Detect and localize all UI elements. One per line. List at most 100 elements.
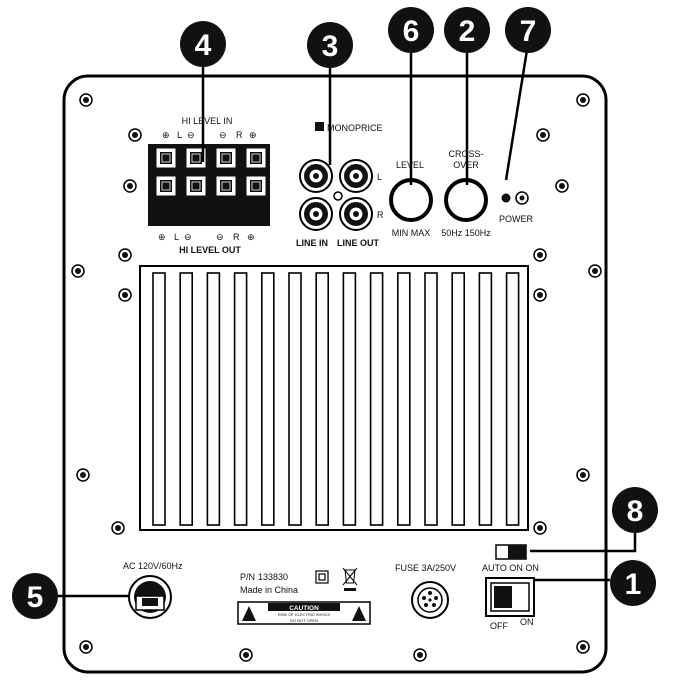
terminal-lever	[156, 205, 176, 223]
rca-right-label: R	[377, 210, 384, 220]
screw-icon	[79, 93, 93, 107]
level-range-label: MIN MAX	[392, 228, 431, 238]
screw-icon	[576, 93, 590, 107]
rca-jack[interactable]	[339, 197, 373, 231]
warning-triangle-icon	[352, 606, 366, 621]
terminal-slot[interactable]	[215, 147, 237, 169]
screw-group	[71, 93, 602, 662]
line-in-label: LINE IN	[296, 238, 328, 248]
callout-8: 8	[612, 487, 658, 533]
heatsink-fin	[478, 272, 493, 526]
switch-off-label: OFF	[490, 621, 508, 631]
caution-line2: DO NOT OPEN	[290, 618, 318, 623]
terminal-slot[interactable]	[155, 175, 177, 197]
polarity-plus-symbol: ⊕	[158, 232, 166, 242]
svg-text:5: 5	[27, 581, 44, 614]
terminal-slot[interactable]	[155, 147, 177, 169]
heatsink-fin	[505, 272, 520, 526]
brand-mark-icon	[315, 122, 324, 131]
callout-2: 2	[444, 7, 490, 53]
heatsink-fin	[424, 272, 438, 526]
screw-icon	[413, 648, 427, 662]
screw-icon	[76, 468, 90, 482]
screw-icon	[118, 248, 132, 262]
rca-jack[interactable]	[299, 159, 333, 193]
heatsink-fin	[451, 272, 466, 526]
ac-inlet-group: AC 120V/60Hz	[123, 561, 183, 619]
level-knob[interactable]	[389, 178, 433, 222]
power-switch-group: OFF ON	[485, 577, 535, 631]
terminal-slots	[155, 147, 267, 223]
terminal-slot[interactable]	[185, 147, 207, 169]
callout-5: 5	[12, 573, 58, 619]
svg-text:8: 8	[627, 495, 644, 528]
terminal-slot[interactable]	[245, 175, 267, 197]
line-out-label: LINE OUT	[337, 238, 380, 248]
brand-logo: MONOPRICE	[315, 122, 383, 133]
terminal-slot[interactable]	[245, 147, 267, 169]
switch-on-label: ON	[520, 617, 534, 627]
screw-icon	[536, 128, 550, 142]
screw-icon	[576, 640, 590, 654]
svg-text:6: 6	[403, 15, 420, 48]
channel-left-label: L	[174, 232, 179, 242]
heatsink-fin	[288, 272, 302, 526]
mode-switch-labels: AUTO ON ON	[482, 563, 539, 573]
terminal-slot[interactable]	[215, 175, 237, 197]
callout-6: 6	[388, 7, 434, 53]
rocker-paddle[interactable]	[494, 586, 512, 608]
rca-jacks	[299, 159, 373, 231]
terminal-slot[interactable]	[185, 175, 207, 197]
double-insulation-icon	[315, 570, 329, 584]
rca-jack-group: L R LINE IN LINE OUT	[296, 159, 384, 248]
heatsink-fin	[206, 272, 221, 526]
heatsink-fin	[315, 272, 330, 526]
screw-icon	[576, 468, 590, 482]
fuse-rating-label: FUSE 3A/250V	[395, 563, 456, 573]
callout-3: 3	[307, 22, 353, 68]
brand-name: MONOPRICE	[327, 123, 383, 133]
heatsink-fin	[179, 272, 193, 526]
crossover-range-label: 50Hz 150Hz	[441, 228, 491, 238]
ground-screw	[333, 191, 343, 201]
rca-jack[interactable]	[339, 159, 373, 193]
leader-line-8	[530, 530, 637, 553]
channel-right-label: R	[236, 130, 243, 140]
power-label: POWER	[499, 214, 534, 224]
channel-left-label: L	[177, 130, 182, 140]
polarity-minus-symbol: ⊖	[184, 232, 192, 242]
polarity-plus-symbol: ⊕	[249, 130, 257, 140]
heatsink-fin	[369, 272, 384, 526]
svg-text:3: 3	[322, 30, 339, 63]
crossover-knob[interactable]	[444, 178, 488, 222]
polarity-plus-symbol: ⊕	[162, 130, 170, 140]
rca-left-label: L	[377, 172, 382, 182]
screw-icon	[111, 521, 125, 535]
heatsink-fin	[260, 272, 275, 526]
polarity-minus-symbol: ⊖	[219, 130, 227, 140]
caution-line1: RISK OF ELECTRIC SHOCK	[278, 612, 331, 617]
mode-switch-slider[interactable]	[508, 545, 526, 559]
polarity-minus-symbol: ⊖	[187, 130, 195, 140]
callout-1: 1	[610, 560, 656, 606]
leader-line-7	[504, 49, 529, 181]
screw-icon	[555, 179, 569, 193]
rca-jack[interactable]	[299, 197, 333, 231]
callout-leader-lines	[58, 49, 637, 598]
screw-icon	[128, 128, 142, 142]
screw-icon	[123, 179, 137, 193]
heatsink-fin	[233, 272, 248, 526]
heatsink-fin	[396, 272, 411, 526]
part-number-value: 133830	[258, 572, 288, 582]
svg-text:1: 1	[625, 568, 642, 601]
terminal-top-polarity-row: ⊕ L ⊖ ⊖ R ⊕	[162, 130, 257, 140]
heatsink	[139, 265, 529, 531]
svg-text:4: 4	[195, 29, 212, 62]
fuse-cap-icon	[422, 591, 438, 607]
power-led-icon	[501, 193, 511, 203]
terminal-lever	[216, 205, 236, 223]
fuse-holder-group: FUSE 3A/250V	[395, 563, 456, 619]
hi-level-out-label: HI LEVEL OUT	[179, 245, 241, 255]
